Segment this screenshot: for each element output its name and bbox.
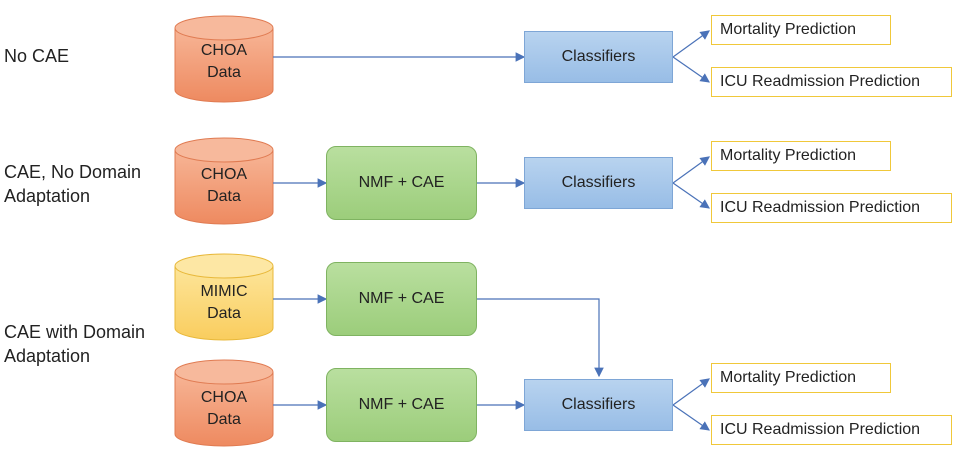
choa-data-cylinder-row1 xyxy=(174,15,274,103)
mortality-prediction-row2: Mortality Prediction xyxy=(711,141,891,171)
mimic-data-cylinder xyxy=(174,253,274,341)
choa-data-label-row3: CHOA Data xyxy=(200,389,248,428)
arrow-classifiers-to-icu-row1 xyxy=(672,56,710,83)
arrow-classifiers-to-icu-row2 xyxy=(672,182,710,209)
row-label-no-cae: No CAE xyxy=(4,46,70,66)
nmf-cae-box-row2: NMF + CAE xyxy=(326,146,477,220)
icu-readmission-prediction-row3: ICU Readmission Prediction xyxy=(711,415,952,445)
choa-data-cylinder-row3 xyxy=(174,359,274,447)
mimic-data-label: MIMIC Data xyxy=(200,283,248,322)
icu-readmission-prediction-row2: ICU Readmission Prediction xyxy=(711,193,952,223)
row-label-cae-no-domain-adaptation: CAE, No Domain Adaptation xyxy=(4,162,142,206)
arrow-classifiers-to-icu-row3 xyxy=(672,404,710,431)
arrow-classifiers-to-mortality-row3 xyxy=(672,378,710,406)
arrow-mimic-nmf-to-classifiers xyxy=(477,298,604,378)
mortality-prediction-row3: Mortality Prediction xyxy=(711,363,891,393)
nmf-cae-box-choa-row3: NMF + CAE xyxy=(326,368,477,442)
choa-data-label-row1: CHOA Data xyxy=(200,42,248,81)
icu-readmission-prediction-row1: ICU Readmission Prediction xyxy=(711,67,952,97)
classifiers-box-row2: Classifiers xyxy=(524,157,673,209)
row-label-cae-with-domain-adaptation: CAE with Domain Adaptation xyxy=(4,322,146,366)
classifiers-box-row3: Classifiers xyxy=(524,379,673,431)
choa-data-cylinder-row2 xyxy=(174,137,274,225)
arrow-classifiers-to-mortality-row2 xyxy=(672,156,710,184)
classifiers-box-row1: Classifiers xyxy=(524,31,673,83)
mortality-prediction-row1: Mortality Prediction xyxy=(711,15,891,45)
nmf-cae-box-mimic: NMF + CAE xyxy=(326,262,477,336)
arrow-classifiers-to-mortality-row1 xyxy=(672,30,710,58)
choa-data-label-row2: CHOA Data xyxy=(200,166,248,205)
